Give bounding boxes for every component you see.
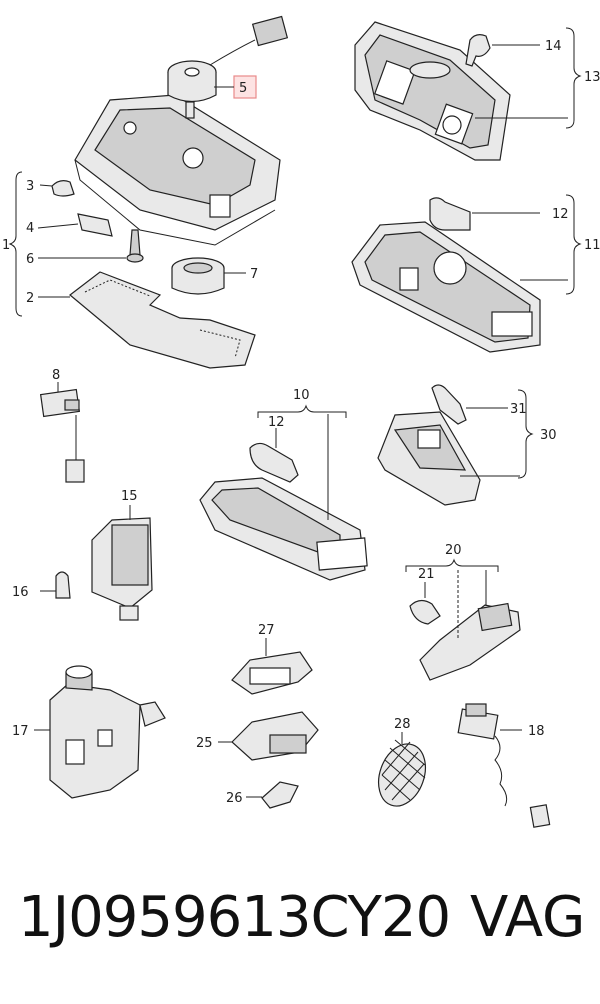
bulbs-and-screw [37,180,144,263]
callout-11: 11 [584,238,600,253]
callout-27: 27 [258,623,275,638]
bracket-1 [8,171,23,317]
housing-11 [351,197,568,353]
bracket-20 [405,558,499,572]
callout-30: 30 [540,428,557,443]
part-7-cup [171,257,246,295]
dome-light-housing [74,94,281,246]
callout-4: 4 [26,221,34,236]
callout-14: 14 [545,39,562,54]
callout-16: 16 [12,585,29,600]
lamp-18 [457,703,551,828]
callout-5: 5 [239,81,247,96]
grille-28 [378,732,426,807]
lamp-15 [40,505,153,621]
callout-8: 8 [52,368,60,383]
bracket-11 [565,194,582,295]
housing-10 [199,414,368,581]
bracket-13 [565,27,582,129]
callout-12-right: 12 [552,207,569,222]
lamp-part-8 [39,382,85,483]
callout-7: 7 [250,267,258,282]
callout-6: 6 [26,252,34,267]
bracket-30 [517,389,534,479]
bracket-10 [257,404,347,418]
callout-2: 2 [26,291,34,306]
switch-module-13 [354,21,568,161]
switch-part-5 [167,15,289,119]
lens-part-2 [38,271,256,369]
callout-13: 13 [584,70,600,85]
callout-20: 20 [445,543,462,558]
brand-name: VAG [470,885,586,950]
lamp-20 [409,570,521,681]
callout-labels: 1 2 3 4 5 6 7 8 10 11 12 12 13 14 15 16 … [2,39,600,806]
callout-1: 1 [2,238,10,253]
callout-28: 28 [394,717,411,732]
part-number: 1J0959613CY20 [18,885,451,950]
holder-25 [218,711,319,761]
callout-26: 26 [226,791,243,806]
clip-27 [231,638,313,695]
callout-25: 25 [196,736,213,751]
callout-3: 3 [26,179,34,194]
lamp-30 [377,384,520,506]
callout-31: 31 [510,402,527,417]
callout-21: 21 [418,567,435,582]
callout-15: 15 [121,489,138,504]
callout-10: 10 [293,388,310,403]
callout-17: 17 [12,724,29,739]
bulb-26 [246,781,299,809]
callout-12-middle: 12 [268,415,285,430]
housing-17 [34,665,166,799]
callout-18: 18 [528,724,545,739]
